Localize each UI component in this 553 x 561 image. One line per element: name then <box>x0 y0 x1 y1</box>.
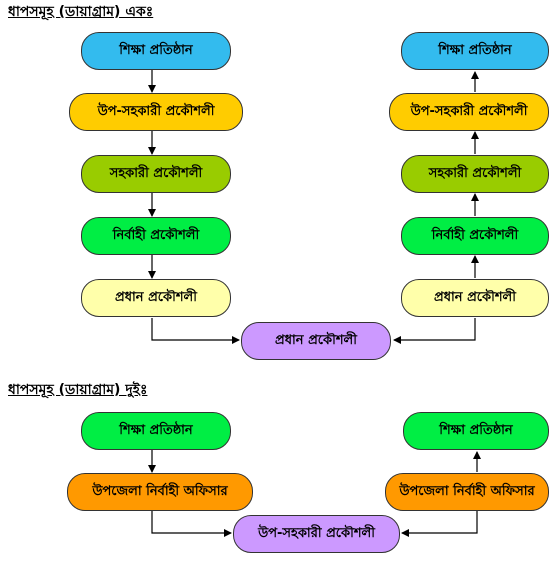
d2-center-node: উপ-সহকারী প্রকৌশলী <box>233 515 400 553</box>
diagram1-heading: ধাপসমূহ (ডায়াগ্রাম) একঃ <box>8 4 154 20</box>
d2-left-node-2: উপজেলা নির্বাহী অফিসার <box>67 473 253 511</box>
d1-right-node-5: প্রধান প্রকৌশলী <box>401 279 549 317</box>
d2-right-node-1: শিক্ষা প্রতিষ্ঠান <box>403 412 549 450</box>
d1-right-node-1: শিক্ষা প্রতিষ্ঠান <box>401 32 549 70</box>
diagram2-heading: ধাপসমূহ (ডায়াগ্রাম) দুইঃ <box>8 382 148 398</box>
d2-left-to-center <box>151 510 232 537</box>
d1-left-node-5: প্রধান প্রকৌশলী <box>81 279 231 317</box>
d1-left-node-3: সহকারী প্রকৌশলী <box>81 155 231 193</box>
d1-right-node-3: সহকারী প্রকৌশলী <box>401 155 549 193</box>
d1-center-to-right <box>393 318 476 344</box>
d1-left-to-center <box>151 318 240 344</box>
d1-left-node-1: শিক্ষা প্রতিষ্ঠান <box>81 32 231 70</box>
d1-right-node-2: উপ-সহকারী প্রকৌশলী <box>389 93 549 131</box>
d2-right-node-2: উপজেলা নির্বাহী অফিসার <box>385 473 549 511</box>
d1-left-node-4: নির্বাহী প্রকৌশলী <box>81 217 231 255</box>
d1-right-node-4: নির্বাহী প্রকৌশলী <box>401 217 549 255</box>
d2-center-to-right <box>401 510 478 537</box>
d1-left-node-2: উপ-সহকারী প্রকৌশলী <box>69 93 243 131</box>
d2-left-node-1: শিক্ষা প্রতিষ্ঠান <box>81 412 231 450</box>
d1-center-node: প্রধান প্রকৌশলী <box>241 322 391 360</box>
